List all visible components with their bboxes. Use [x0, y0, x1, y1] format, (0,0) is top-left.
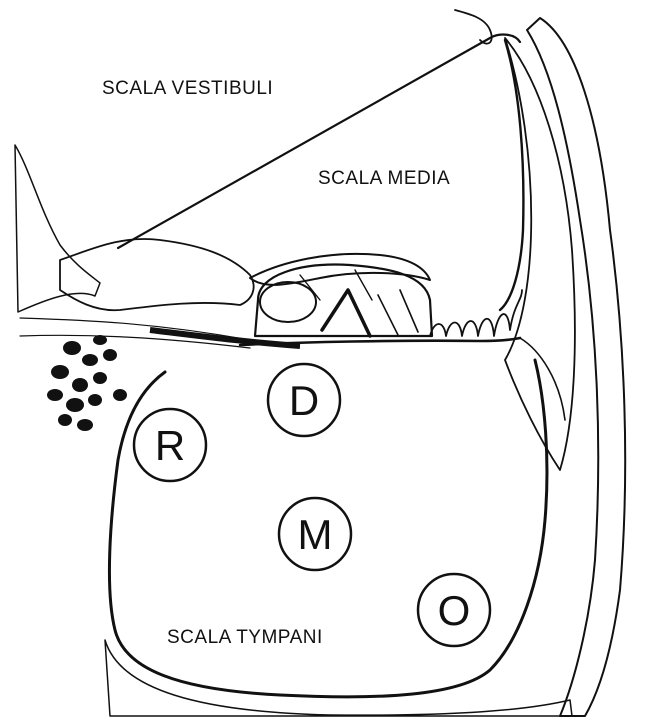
marker-o: O: [418, 574, 490, 646]
outer-bone-wall: [527, 18, 625, 716]
tectorial-membrane: [250, 254, 430, 285]
marker-r-letter: R: [155, 422, 185, 469]
marker-m-letter: M: [298, 511, 333, 558]
reissners-membrane: [118, 35, 520, 248]
spiral-lamina-fibres: [150, 330, 300, 346]
cut-edge: [455, 10, 492, 44]
label-scala-tympani: SCALA TYMPANI: [167, 627, 323, 648]
label-scala-vestibuli: SCALA VESTIBULI: [102, 78, 273, 99]
spiral-ligament: [505, 38, 575, 470]
marker-d: D: [268, 364, 340, 436]
spiral-ganglion: [47, 335, 127, 431]
label-scala-media: SCALA MEDIA: [318, 168, 450, 189]
marker-o-letter: O: [438, 587, 471, 634]
stria-vascularis: [500, 40, 523, 310]
marker-m: M: [279, 498, 351, 570]
marker-d-letter: D: [289, 377, 319, 424]
modiolus-wall: [15, 145, 100, 312]
marker-r: R: [134, 409, 206, 481]
